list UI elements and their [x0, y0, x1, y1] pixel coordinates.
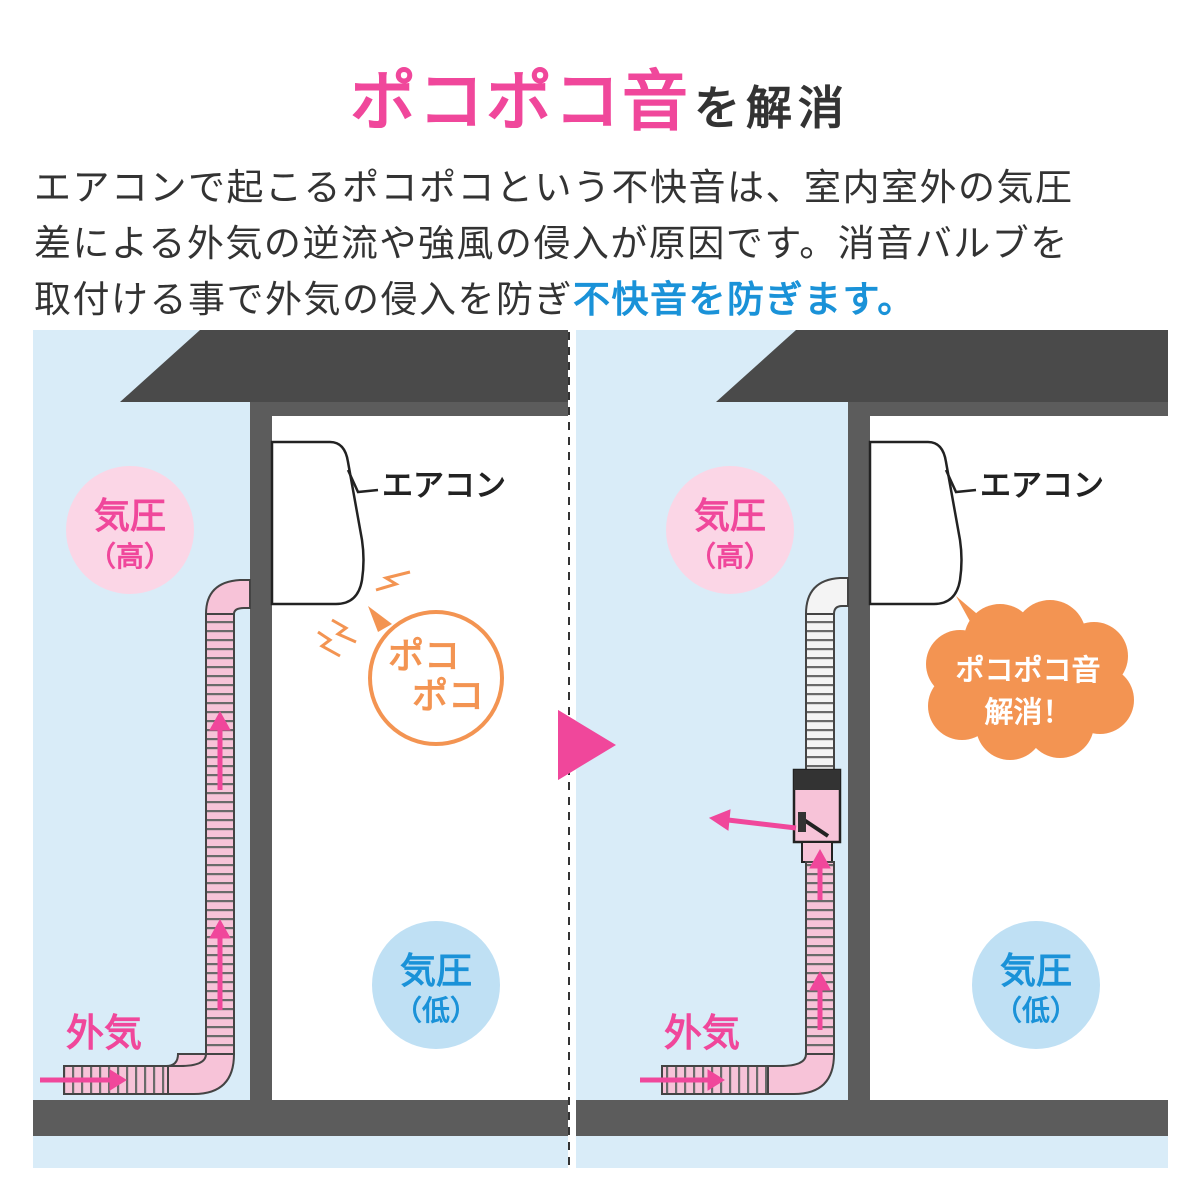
ground	[576, 1100, 1168, 1136]
noise-bubble-tail	[368, 606, 392, 632]
transition-arrow-icon-overlay	[558, 710, 616, 780]
description-line-3-plain: 取付ける事で外気の侵入を防ぎ	[34, 278, 573, 321]
ceiling-beam	[250, 402, 568, 416]
outer-wall	[250, 402, 272, 1102]
roof	[120, 330, 568, 402]
drain-hose-lower	[661, 861, 836, 1095]
panel-after: エアコン	[558, 330, 1168, 1168]
description-line-2: 差による外気の逆流や強風の侵入が原因です。消音バルブを	[34, 222, 1069, 265]
air-conditioner-unit	[868, 440, 963, 606]
description-line-1: エアコンで起こるポコポコという不快音は、室内室外の気圧	[34, 166, 1074, 209]
high-pressure-label: 気圧	[694, 496, 766, 537]
aircon-leader-line	[944, 469, 977, 494]
high-pressure-label: 気圧	[94, 496, 166, 537]
low-pressure-label: 気圧	[1000, 951, 1072, 992]
aircon-label: エアコン	[382, 468, 506, 504]
noise-bubble	[368, 610, 504, 746]
ground	[33, 1100, 568, 1136]
headline-sub: を解消	[694, 81, 850, 135]
low-pressure-sub-label: （低）	[394, 994, 478, 1027]
description-highlight: 不快音を防ぎます。	[573, 278, 916, 321]
high-pressure-circle	[666, 466, 794, 594]
description-line-3: 取付ける事で外気の侵入を防ぎ不快音を防ぎます。	[34, 272, 1174, 328]
aircon-leader-line	[346, 469, 379, 494]
high-pressure-sub-label: （高）	[88, 540, 172, 573]
high-pressure-circle	[66, 466, 194, 594]
noise-text-line-2: ポコ	[412, 675, 484, 717]
resolved-text-line-1: ポコポコ音	[955, 653, 1100, 687]
outside-air-label: 外気	[664, 1011, 740, 1055]
low-pressure-sub-label: （低）	[994, 994, 1078, 1027]
outer-wall	[848, 402, 870, 1102]
outside-air-label: 外気	[66, 1011, 142, 1055]
airflow-arrows	[640, 809, 831, 1091]
drain-hose-upper	[804, 577, 849, 771]
drain-hose	[63, 579, 251, 1096]
roof	[716, 330, 1168, 402]
silencer-valve	[792, 768, 842, 863]
airflow-arrows	[40, 710, 231, 1091]
ceiling-beam	[848, 402, 1168, 416]
aircon-label: エアコン	[980, 468, 1104, 504]
headline-main: ポコポコ音	[350, 63, 690, 140]
air-conditioner-unit	[270, 440, 365, 606]
noise-zigzag-icons	[317, 570, 411, 658]
low-pressure-circle	[372, 921, 500, 1049]
low-pressure-circle	[972, 921, 1100, 1049]
description: エアコンで起こるポコポコという不快音は、室内室外の気圧 差による外気の逆流や強風…	[34, 160, 1174, 328]
headline: ポコポコ音を解消	[0, 48, 1200, 144]
noise-text-line-1: ポコ	[388, 635, 460, 677]
low-pressure-label: 気圧	[400, 951, 472, 992]
resolved-text-line-2: 解消！	[984, 695, 1071, 729]
resolved-bubble	[926, 596, 1134, 760]
panel-before: エアコン 気圧 （高） 気圧 （低） 外気 ポ	[33, 330, 568, 1168]
high-pressure-sub-label: （高）	[688, 540, 772, 573]
